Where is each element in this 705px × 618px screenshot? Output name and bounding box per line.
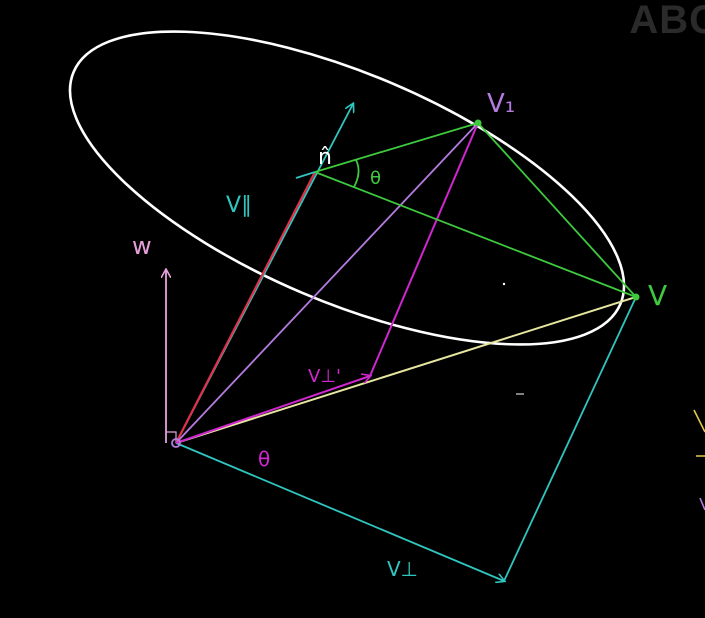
- v-perp-vector: [175, 442, 504, 581]
- label-w: w: [132, 232, 152, 260]
- v-parallel-arrowhead: [295, 171, 316, 179]
- label-n-hat: n̂: [318, 145, 332, 170]
- theta-angle-arc: [353, 159, 360, 188]
- center-to-v1-line: [314, 122, 479, 173]
- label-theta-top: θ: [370, 168, 381, 189]
- label-v: V: [648, 279, 667, 312]
- label-v1: V₁: [487, 89, 515, 119]
- watermark-logo: ABC: [629, 0, 705, 42]
- offscreen-violet-mark: [699, 497, 705, 511]
- label-v-perp-prime: V⊥': [308, 366, 341, 387]
- v-point: [632, 293, 640, 301]
- v-parallel-vector: [175, 171, 316, 444]
- center-to-v-line: [314, 171, 637, 298]
- label-v-parallel: V∥: [226, 193, 252, 218]
- v1-to-v-perp-prime-line: [369, 122, 479, 377]
- stray-dot: [502, 282, 506, 286]
- offscreen-yellow-mark: [693, 409, 705, 457]
- v1-point: [474, 119, 482, 127]
- origin-point: [171, 438, 181, 448]
- label-theta-bottom: θ: [258, 447, 270, 471]
- right-angle-mark: [166, 431, 177, 443]
- v-vector: [175, 296, 637, 444]
- label-v-perp: V⊥: [387, 557, 418, 581]
- v-perp-prime-vector: [175, 376, 370, 444]
- v1-vector: [175, 122, 479, 444]
- v-to-v-perp-line: [503, 296, 637, 582]
- v1-to-v-line: [477, 122, 637, 298]
- rotation-ellipse: [68, 30, 626, 346]
